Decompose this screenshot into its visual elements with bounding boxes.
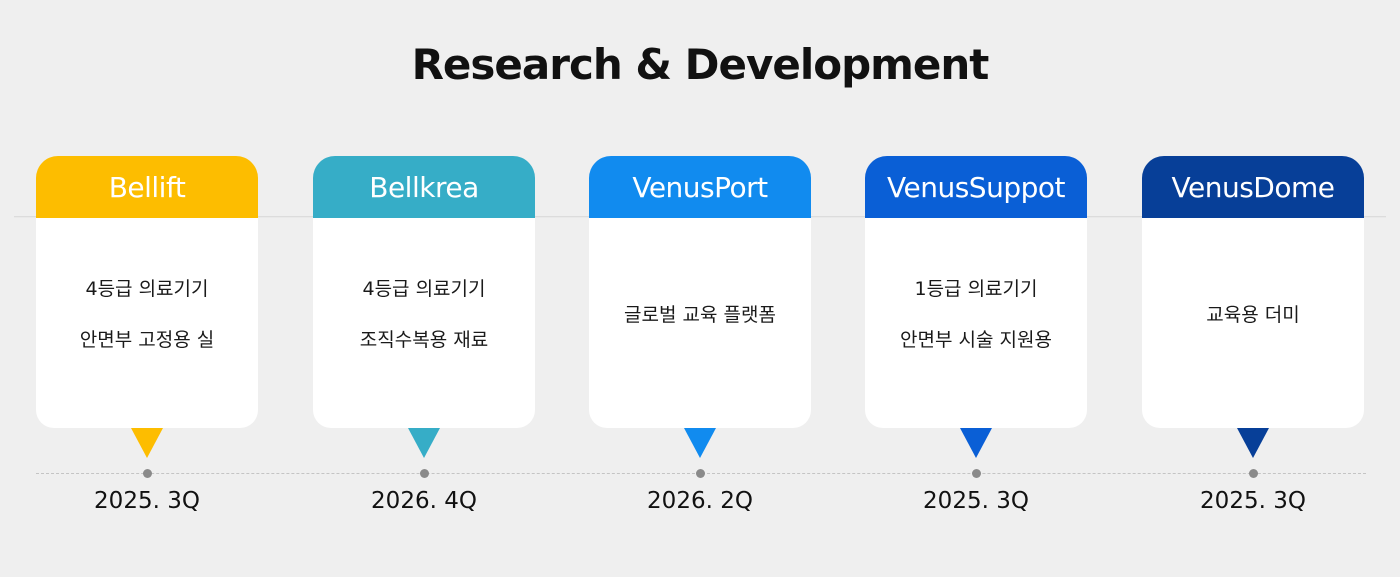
card-description-line: 글로벌 교육 플랫폼 bbox=[624, 303, 776, 326]
card-pointer-icon bbox=[684, 428, 716, 458]
card-pointer-icon bbox=[131, 428, 163, 458]
card-description-line: 조직수복용 재료 bbox=[359, 329, 489, 351]
release-date: 2025. 3Q bbox=[94, 488, 200, 514]
card-description-line: 안면부 시술 지원용 bbox=[900, 329, 1052, 351]
page-title: Research & Development bbox=[411, 40, 990, 89]
timeline-dot bbox=[419, 469, 429, 478]
release-date: 2025. 3Q bbox=[1200, 488, 1306, 514]
roadmap-card: VenusPort 글로벌 교육 플랫폼 bbox=[589, 156, 811, 458]
timeline-dot bbox=[1248, 469, 1258, 478]
release-date: 2026. 4Q bbox=[371, 488, 477, 514]
release-date: 2025. 3Q bbox=[923, 488, 1029, 514]
card-product-name: VenusPort bbox=[589, 156, 811, 218]
card-description-line: 교육용 더미 bbox=[1206, 303, 1300, 326]
card-description: 글로벌 교육 플랫폼 bbox=[589, 218, 811, 428]
card-pointer-icon bbox=[408, 428, 440, 458]
card-product-name: VenusSuppot bbox=[865, 156, 1087, 218]
card-description-line: 안면부 고정용 실 bbox=[79, 329, 215, 351]
card-product-name: VenusDome bbox=[1142, 156, 1364, 218]
roadmap-card: VenusDome 교육용 더미 bbox=[1142, 156, 1364, 458]
card-description-line: 4등급 의료기기 bbox=[85, 278, 209, 300]
card-product-name: Bellift bbox=[36, 156, 258, 218]
release-date: 2026. 2Q bbox=[647, 488, 753, 514]
card-product-name: Bellkrea bbox=[313, 156, 535, 218]
timeline-dot bbox=[695, 469, 705, 478]
card-description: 교육용 더미 bbox=[1142, 218, 1364, 428]
timeline-dot bbox=[142, 469, 152, 478]
card-description-line: 1등급 의료기기 bbox=[914, 278, 1038, 300]
card-pointer-icon bbox=[960, 428, 992, 458]
timeline-dot bbox=[971, 469, 981, 478]
card-description-line: 4등급 의료기기 bbox=[362, 278, 486, 300]
card-pointer-icon bbox=[1237, 428, 1269, 458]
